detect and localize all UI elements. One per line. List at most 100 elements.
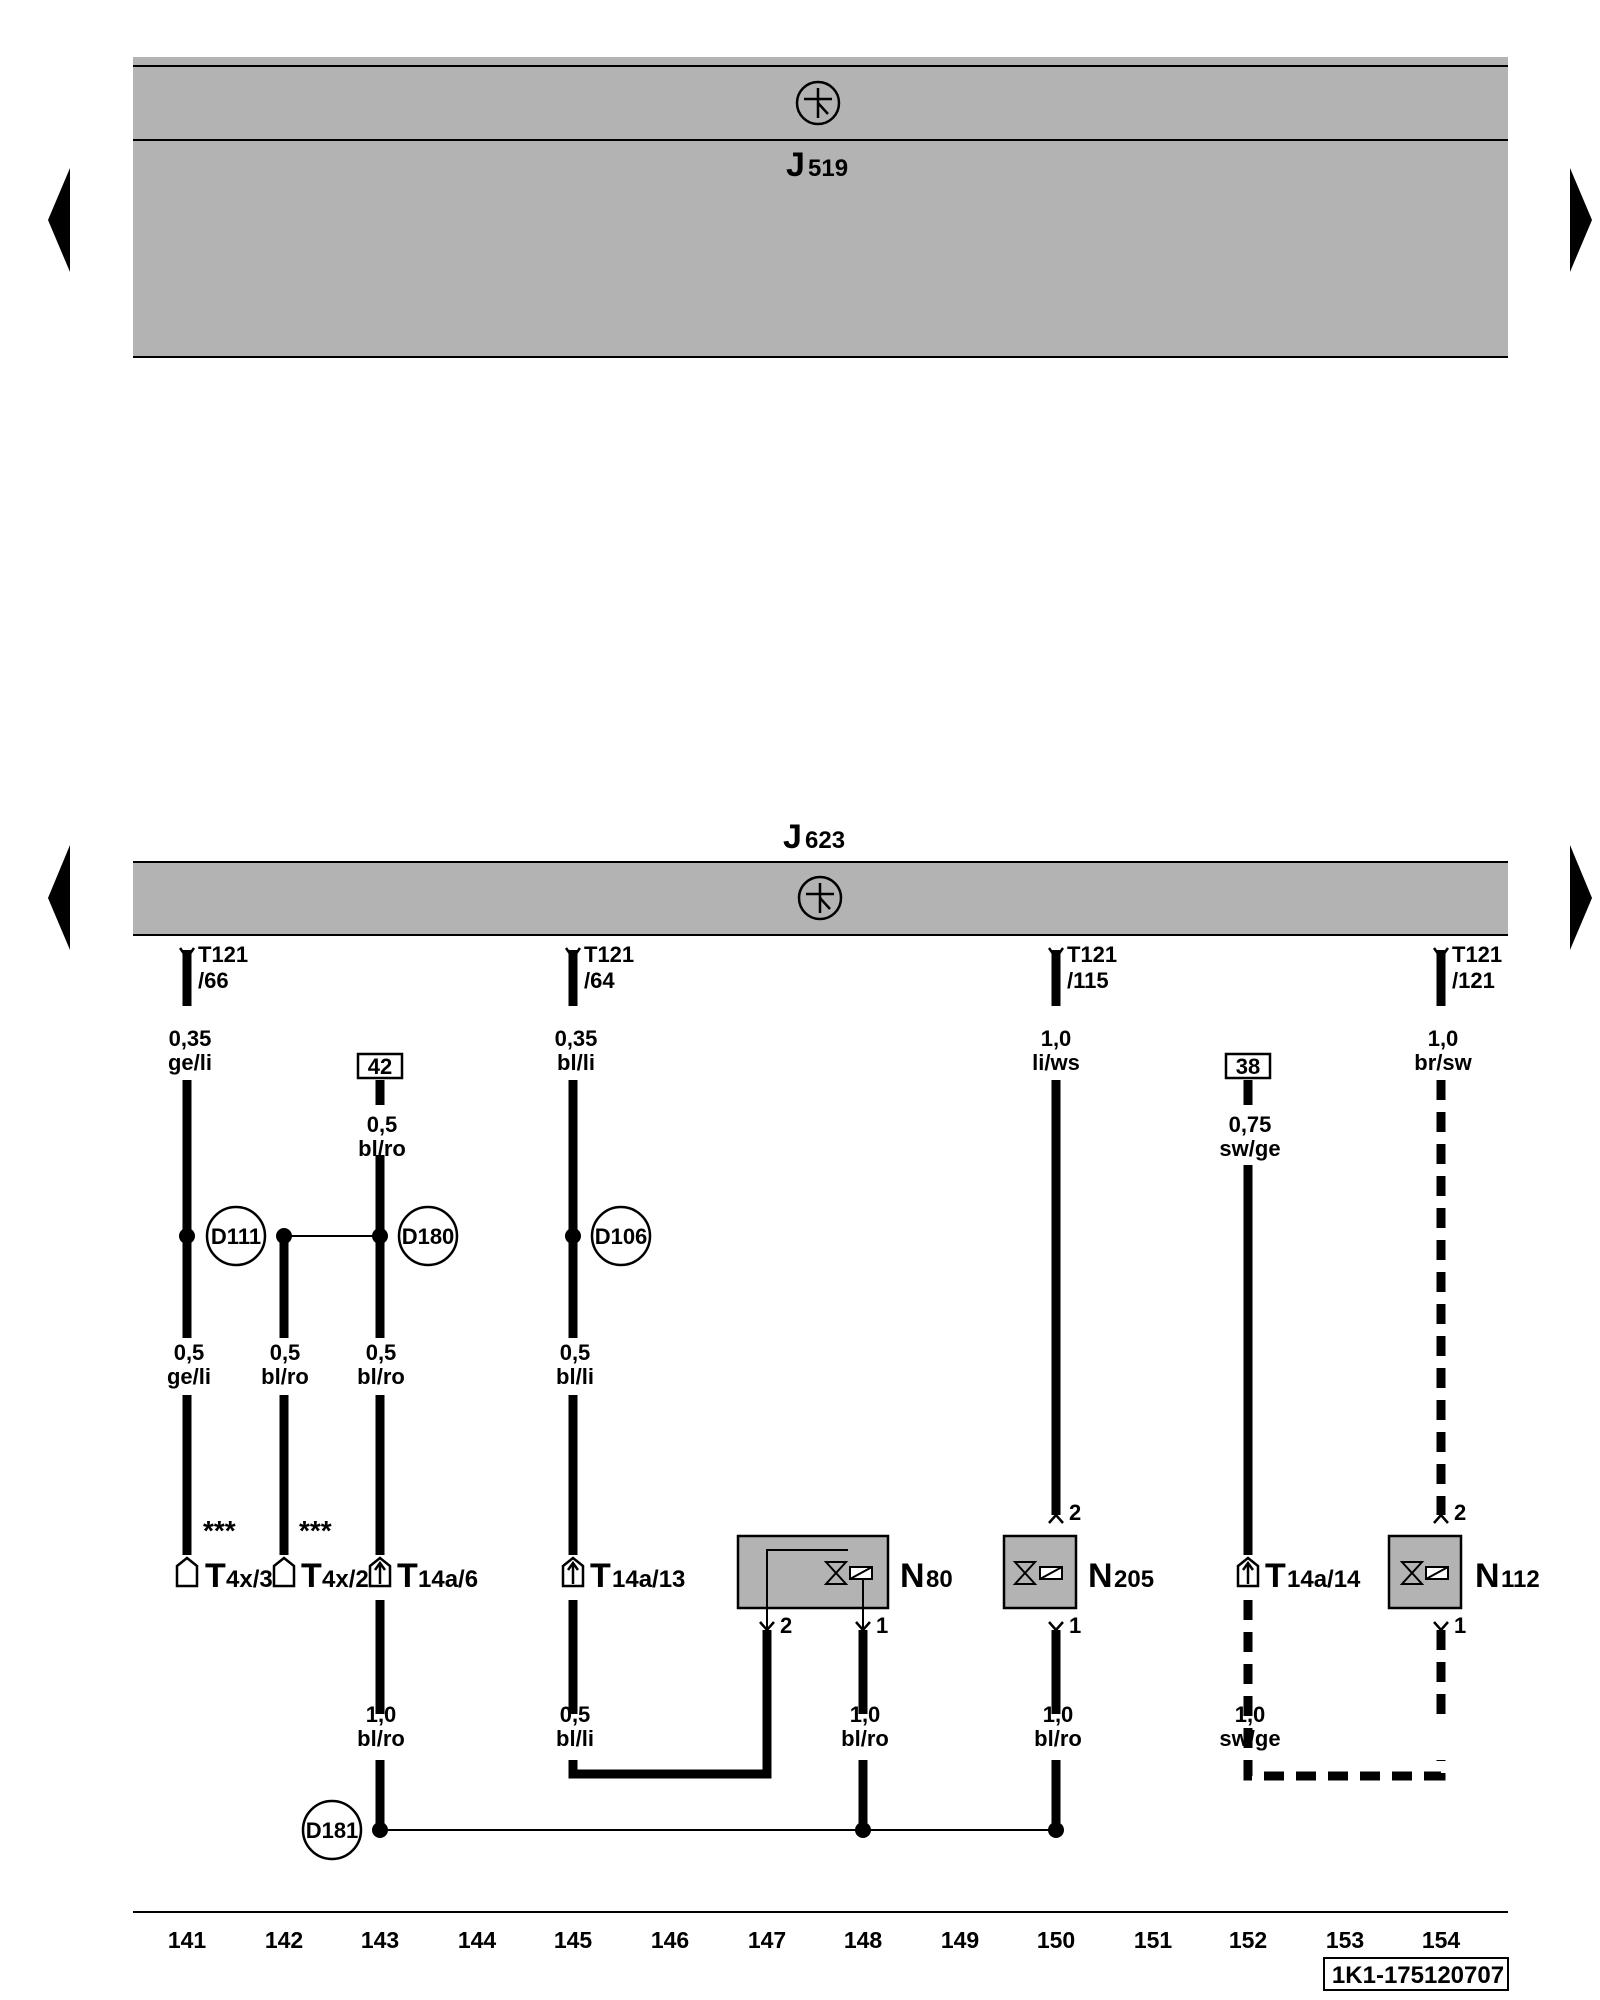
svg-text:bl/ro: bl/ro xyxy=(357,1364,405,1389)
svg-text:146: 146 xyxy=(651,1927,689,1953)
svg-text:ge/li: ge/li xyxy=(167,1364,211,1389)
wire-col-152 xyxy=(1243,1080,1446,1781)
svg-text:bl/ro: bl/ro xyxy=(358,1136,406,1161)
footnote-marker: *** xyxy=(299,1515,332,1546)
diagram-code: 1K1-175120707 xyxy=(1323,1957,1509,1991)
svg-text:1,0: 1,0 xyxy=(366,1702,397,1727)
solenoid-valve-n80: 2 1 N 80 xyxy=(736,1534,953,1638)
solenoid-valve-n112: 2 1 N 112 xyxy=(1387,1500,1540,1638)
svg-text:0,5: 0,5 xyxy=(366,1340,397,1365)
svg-text:14a/6: 14a/6 xyxy=(418,1566,478,1593)
svg-text:ge/li: ge/li xyxy=(168,1050,212,1075)
splice-d180: D180 xyxy=(397,1205,459,1267)
svg-text:bl/ro: bl/ro xyxy=(261,1364,309,1389)
svg-text:1,0: 1,0 xyxy=(850,1702,881,1727)
svg-text:1: 1 xyxy=(876,1613,888,1638)
previous-page-arrow[interactable] xyxy=(48,168,70,272)
svg-text:144: 144 xyxy=(458,1927,497,1953)
valve-icon xyxy=(1012,1561,1063,1585)
connector-label: T 14a/6 xyxy=(397,1557,478,1595)
svg-text:bl/ro: bl/ro xyxy=(841,1726,889,1751)
svg-text:bl/li: bl/li xyxy=(557,1050,595,1075)
svg-text:0,5: 0,5 xyxy=(560,1702,591,1727)
wire-label: 0,5 bl/li xyxy=(556,1340,594,1389)
wire-label: 1,0 bl/ro xyxy=(357,1702,405,1751)
svg-text:T: T xyxy=(301,1557,322,1595)
terminal-label: T121 xyxy=(584,942,634,967)
splice-d181: D181 xyxy=(301,1799,363,1861)
electronic-control-icon xyxy=(797,875,843,921)
terminal-label: T121 xyxy=(198,942,248,967)
svg-text:sw/ge: sw/ge xyxy=(1219,1726,1280,1751)
electronic-control-icon xyxy=(795,80,841,126)
svg-text:4x/3: 4x/3 xyxy=(226,1566,273,1593)
svg-text:sw/ge: sw/ge xyxy=(1219,1136,1280,1161)
svg-text:148: 148 xyxy=(844,1927,883,1953)
wire-label: 0,5 bl/ro xyxy=(261,1340,309,1389)
wire-col-145 xyxy=(568,950,772,1779)
svg-text:br/sw: br/sw xyxy=(1414,1050,1472,1075)
svg-text:0,5: 0,5 xyxy=(560,1340,591,1365)
svg-text:2: 2 xyxy=(780,1613,792,1638)
next-page-arrow-lower[interactable] xyxy=(1570,845,1592,950)
svg-text:bl/ro: bl/ro xyxy=(1034,1726,1082,1751)
svg-text:1: 1 xyxy=(1454,1613,1466,1638)
wire-label: 1,0 bl/ro xyxy=(841,1702,889,1751)
svg-text:1,0: 1,0 xyxy=(1041,1026,1072,1051)
next-page-arrow[interactable] xyxy=(1570,168,1592,272)
svg-text:N: N xyxy=(1475,1557,1500,1595)
junction-dot xyxy=(1048,1822,1064,1838)
svg-text:1,0: 1,0 xyxy=(1043,1702,1074,1727)
svg-text:205: 205 xyxy=(1114,1566,1154,1593)
connector-label: T 4x/3 xyxy=(205,1557,273,1595)
control-module-j623: J 623 xyxy=(133,818,1508,936)
svg-text:38: 38 xyxy=(1236,1054,1260,1079)
connector-label: T 4x/2 xyxy=(301,1557,369,1595)
terminal-label: /66 xyxy=(198,968,229,993)
svg-text:0,5: 0,5 xyxy=(270,1340,301,1365)
svg-text:143: 143 xyxy=(361,1927,399,1953)
module-subscript: 519 xyxy=(808,155,848,182)
junction-dot xyxy=(372,1228,388,1244)
svg-text:142: 142 xyxy=(265,1927,303,1953)
wire-label: 1,0 br/sw xyxy=(1414,1026,1472,1075)
svg-text:N: N xyxy=(1088,1557,1113,1595)
svg-text:D106: D106 xyxy=(595,1224,648,1249)
svg-text:2: 2 xyxy=(1454,1500,1466,1525)
wire-label: 1,0 li/ws xyxy=(1032,1026,1080,1075)
svg-text:2: 2 xyxy=(1069,1500,1081,1525)
valve-icon xyxy=(823,1561,873,1585)
svg-text:0,5: 0,5 xyxy=(174,1340,205,1365)
terminal-arrow-icon xyxy=(178,947,1450,961)
svg-text:1: 1 xyxy=(1069,1613,1081,1638)
column-numbers: 141 142 143 144 145 146 147 148 149 150 … xyxy=(168,1927,1461,1953)
connector-pin-icon xyxy=(373,1560,1255,1584)
splice-d111: D111 xyxy=(205,1205,267,1267)
svg-text:14a/14: 14a/14 xyxy=(1287,1566,1361,1593)
svg-text:0,35: 0,35 xyxy=(169,1026,212,1051)
wire-label: 0,5 bl/ro xyxy=(358,1112,406,1161)
svg-text:bl/li: bl/li xyxy=(556,1726,594,1751)
svg-text:bl/ro: bl/ro xyxy=(357,1726,405,1751)
wire-label: 0,5 ge/li xyxy=(167,1340,211,1389)
connector-label: T 14a/13 xyxy=(590,1557,685,1595)
junction-dot xyxy=(179,1228,195,1244)
connector-label: T 14a/14 xyxy=(1265,1557,1361,1595)
module-name: J xyxy=(786,146,805,184)
junction-dot xyxy=(565,1228,581,1244)
wire-label: 1,0 bl/ro xyxy=(1034,1702,1082,1751)
terminal-label: /115 xyxy=(1067,968,1109,993)
wire-label: 0,75 sw/ge xyxy=(1219,1112,1280,1161)
junction-dot xyxy=(372,1822,388,1838)
svg-text:4x/2: 4x/2 xyxy=(322,1566,369,1593)
svg-text:80: 80 xyxy=(926,1566,953,1593)
wire-label: 0,35 bl/li xyxy=(555,1026,598,1075)
wire-label: 0,5 bl/li xyxy=(556,1702,594,1751)
previous-page-arrow-lower[interactable] xyxy=(48,845,70,950)
svg-text:D180: D180 xyxy=(402,1224,455,1249)
svg-text:0,35: 0,35 xyxy=(555,1026,598,1051)
svg-text:42: 42 xyxy=(368,1054,392,1079)
svg-text:T: T xyxy=(397,1557,418,1595)
svg-text:0,75: 0,75 xyxy=(1229,1112,1272,1137)
